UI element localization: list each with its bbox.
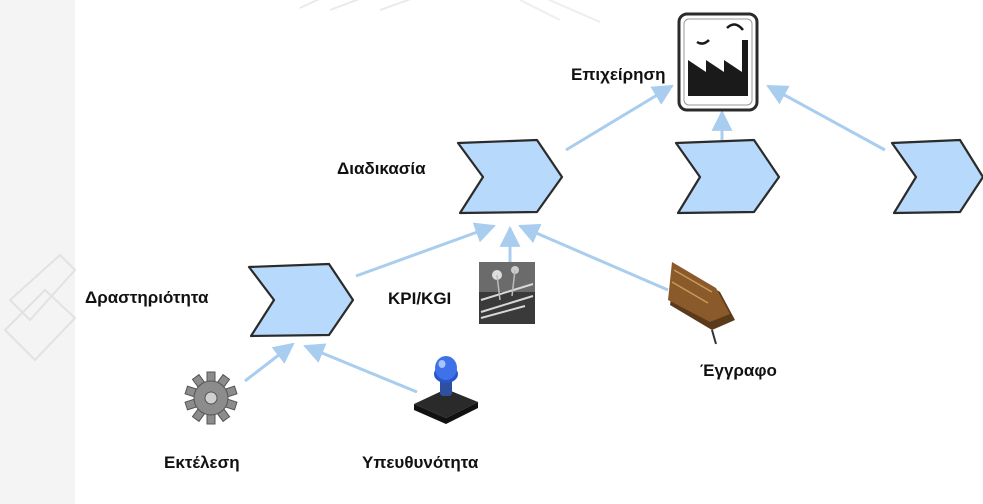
- enterprise-label: Επιχείρηση: [571, 65, 666, 84]
- arrow-activity-to-process: [355, 222, 496, 278]
- process-label: Διαδικασία: [337, 159, 426, 178]
- stamp-icon: [414, 356, 478, 424]
- responsibility-label: Υπευθυνότητα: [362, 453, 479, 472]
- document-label: Έγγραφο: [700, 361, 777, 380]
- chevron-activity: [247, 262, 355, 338]
- arrow-execution-to-activity: [244, 342, 295, 383]
- book-icon: [668, 262, 735, 345]
- arrow-process-to-enterprise: [565, 84, 674, 152]
- factory-icon: [677, 12, 759, 112]
- execution-label: Εκτέλεση: [164, 453, 240, 472]
- kpi-label: KPI/KGI: [388, 289, 452, 308]
- connector-arrows: [244, 84, 886, 394]
- chevron-process-3: [890, 138, 983, 215]
- gear-icon: [184, 371, 238, 425]
- chevron-shapes: [247, 138, 983, 338]
- arrow-responsibility-to-activity: [303, 343, 418, 394]
- activity-label: Δραστηριότητα: [85, 288, 209, 307]
- arrow-process3-to-enterprise: [766, 84, 886, 152]
- chevron-process-2: [674, 138, 781, 215]
- chevron-process: [456, 138, 564, 215]
- gauge-photo-icon: [479, 262, 535, 324]
- arrow-document-to-process: [518, 223, 669, 292]
- background-pattern: [0, 0, 601, 504]
